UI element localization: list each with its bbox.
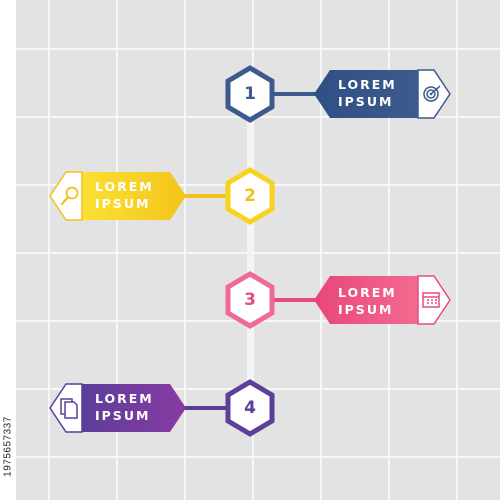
step-4-label-line1: LOREM (95, 391, 154, 406)
step-3-label: LOREM IPSUM (338, 284, 397, 318)
step-1-label: LOREM IPSUM (338, 76, 397, 110)
step-2-icon-tab (49, 171, 83, 221)
calendar-icon (422, 292, 440, 308)
magnifier-icon (60, 186, 79, 206)
step-1-number: 1 (244, 84, 256, 104)
step-3-icon-tab (417, 275, 451, 325)
step-1 (225, 65, 451, 123)
step-4-number: 4 (244, 398, 256, 418)
document-icon (60, 398, 78, 419)
step-3-hexagon (225, 271, 275, 329)
step-3-banner (314, 276, 418, 324)
step-2-label-line1: LOREM (95, 179, 154, 194)
step-1-label-line1: LOREM (338, 77, 397, 92)
step-3 (225, 271, 451, 329)
stock-id-text: 1975657337 (2, 416, 14, 477)
step-1-icon-tab (417, 69, 451, 119)
step-3-label-line2: IPSUM (338, 302, 394, 317)
step-4-banner (82, 384, 186, 432)
step-3-label-line1: LOREM (338, 285, 397, 300)
target-icon (423, 85, 441, 102)
step-2 (49, 167, 275, 225)
stock-id-strip: 1975657337 (0, 0, 16, 500)
step-2-hexagon (225, 167, 275, 225)
step-2-banner (82, 172, 186, 220)
step-4 (49, 379, 275, 437)
step-4-label: LOREM IPSUM (95, 390, 154, 424)
step-4-label-line2: IPSUM (95, 408, 151, 423)
step-3-number: 3 (244, 290, 256, 310)
step-2-number: 2 (244, 186, 256, 206)
step-1-banner (314, 70, 418, 118)
step-2-label: LOREM IPSUM (95, 178, 154, 212)
step-1-hexagon (225, 65, 275, 123)
step-2-label-line2: IPSUM (95, 196, 151, 211)
step-4-hexagon (225, 379, 275, 437)
step-1-label-line2: IPSUM (338, 94, 394, 109)
